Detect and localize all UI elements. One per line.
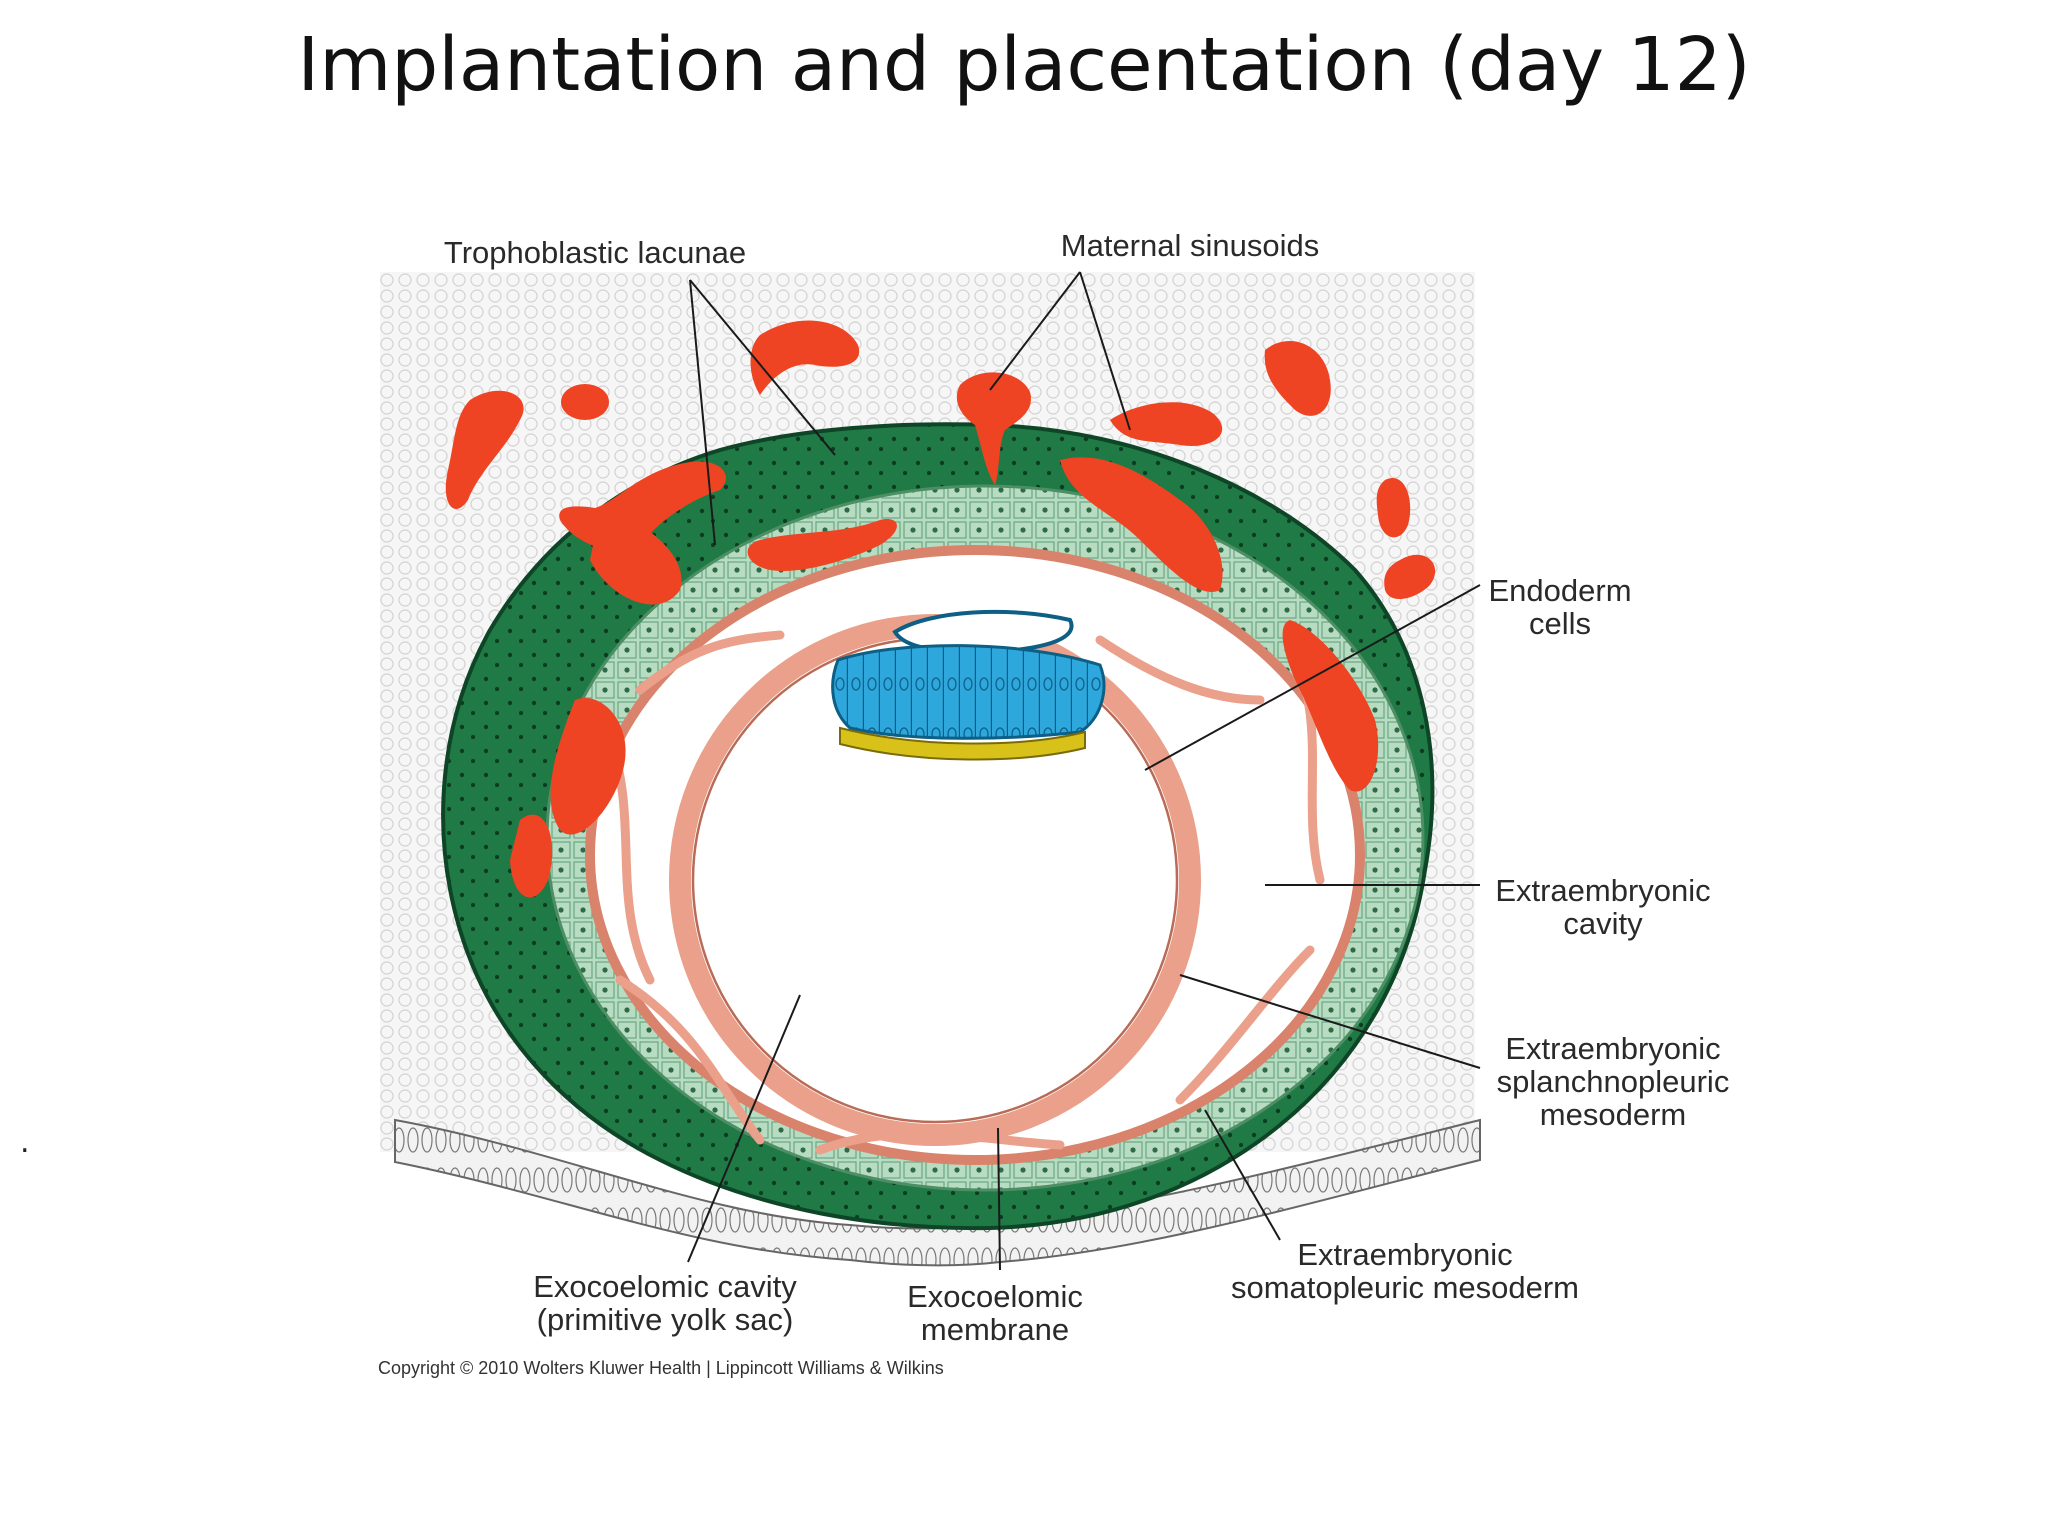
label-line: Exocoelomic	[907, 1279, 1083, 1314]
label-line: Extraembryonic	[1297, 1237, 1513, 1272]
label-line: somatopleuric mesoderm	[1230, 1270, 1580, 1305]
bullet-dot: .	[20, 1125, 30, 1160]
label-line: membrane	[920, 1312, 1070, 1347]
label-line: splanchnopleuric	[1496, 1064, 1730, 1099]
label-line: Endoderm	[1488, 573, 1632, 608]
label-text: Trophoblastic lacunae	[443, 235, 747, 270]
label-exocoelomic-membrane: Exocoelomic membrane	[880, 1280, 1110, 1346]
label-line: (primitive yolk sac)	[536, 1302, 794, 1337]
label-line: cavity	[1563, 906, 1643, 941]
uterine-epithelium	[394, 1118, 1481, 1267]
label-somatopleuric-mesoderm: Extraembryonic somatopleuric mesoderm	[1210, 1238, 1600, 1304]
label-text: Maternal sinusoids	[1060, 228, 1320, 263]
maternal-sinusoids	[445, 320, 1436, 600]
label-splanchnopleuric-mesoderm: Extraembryonic splanchnopleuric mesoderm	[1478, 1032, 1748, 1131]
label-line: Extraembryonic	[1505, 1031, 1721, 1066]
leader-lines	[687, 271, 1481, 1271]
epiblast	[831, 644, 1106, 740]
label-line: mesoderm	[1539, 1097, 1687, 1132]
trophoblastic-lacunae	[510, 457, 1379, 898]
label-endoderm-cells: Endoderm cells	[1470, 574, 1650, 640]
label-line: Exocoelomic cavity	[533, 1269, 797, 1304]
copyright-notice: Copyright © 2010 Wolters Kluwer Health |…	[378, 1358, 944, 1378]
hypoblast	[839, 726, 1086, 761]
label-maternal-sinusoids: Maternal sinusoids	[1030, 229, 1350, 262]
slide-title: Implantation and placentation (day 12)	[297, 22, 1751, 108]
label-extraembryonic-cavity: Extraembryonic cavity	[1478, 874, 1728, 940]
label-exocoelomic-cavity: Exocoelomic cavity (primitive yolk sac)	[500, 1270, 830, 1336]
label-line: cells	[1528, 606, 1591, 641]
label-trophoblastic-lacunae: Trophoblastic lacunae	[430, 236, 760, 269]
label-line: Extraembryonic	[1495, 873, 1711, 908]
